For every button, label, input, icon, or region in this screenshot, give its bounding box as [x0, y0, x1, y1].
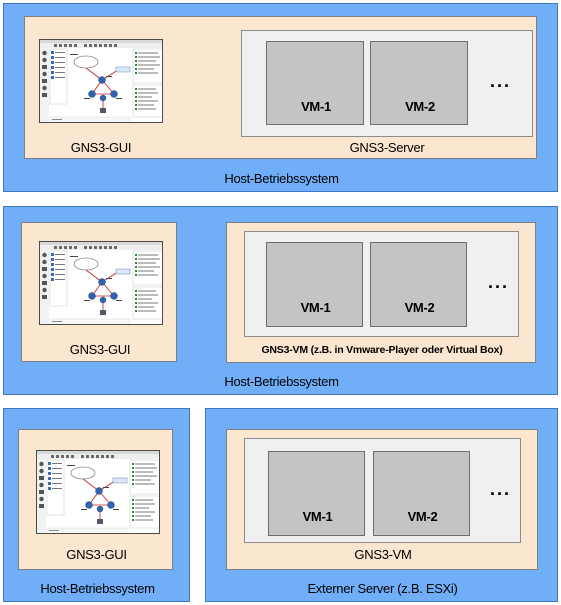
gns3-gui-label: GNS3-GUI	[66, 547, 127, 562]
host-os-inner-area-1: GNS3-GUI VM-1 VM-2 ... GNS3-Server	[24, 16, 537, 159]
gns3-vm-label: GNS3-VM (z.B. in Vmware-Player oder Virt…	[261, 344, 503, 356]
gui-inner-area-3: GNS3-GUI	[18, 429, 173, 570]
vm-box-1: VM-1	[266, 242, 363, 327]
vm-box-2: VM-2	[370, 242, 467, 327]
gns3-vm-host-area-3: VM-1 VM-2 ... GNS3-VM	[226, 429, 538, 570]
gns3-gui-screenshot-icon	[39, 241, 163, 325]
gns3-gui-label: GNS3-GUI	[70, 140, 132, 155]
vm-box-2: VM-2	[370, 41, 468, 125]
external-server-box: VM-1 VM-2 ... GNS3-VM Externer Server (z…	[205, 408, 558, 602]
gns3-server-box: VM-1 VM-2 ...	[241, 30, 533, 137]
vm-label-1: VM-1	[300, 300, 331, 315]
vm-label-1: VM-1	[302, 509, 333, 524]
more-vms-ellipsis: ...	[488, 272, 510, 292]
gui-inner-area-2: GNS3-GUI	[21, 222, 177, 362]
gns3-vm-host-area-2: VM-1 VM-2 ... GNS3-VM (z.B. in Vmware-Pl…	[226, 222, 536, 363]
vm-label-2: VM-2	[405, 99, 435, 114]
more-vms-ellipsis: ...	[490, 479, 512, 499]
host-os-label: Host-Betriebssystem	[224, 374, 339, 389]
gns3-gui-screenshot-icon	[39, 39, 163, 123]
vm-box-1: VM-1	[266, 41, 364, 125]
vm-label-2: VM-2	[404, 300, 435, 315]
host-os-box-1: GNS3-GUI VM-1 VM-2 ... GNS3-Server Host-…	[3, 3, 558, 192]
external-server-label: Externer Server (z.B. ESXi)	[307, 581, 458, 596]
vm-label-2: VM-2	[407, 509, 438, 524]
vm-label-1: VM-1	[301, 99, 331, 114]
gns3-vm-box-2: VM-1 VM-2 ...	[244, 231, 519, 337]
host-os-label: Host-Betriebssystem	[40, 581, 155, 596]
host-os-box-3: GNS3-GUI Host-Betriebssystem	[3, 408, 190, 602]
gns3-vm-box-3: VM-1 VM-2 ...	[244, 438, 521, 543]
gns3-server-label: GNS3-Server	[349, 140, 425, 155]
vm-box-1: VM-1	[268, 451, 365, 536]
more-vms-ellipsis: ...	[490, 71, 512, 91]
gns3-gui-screenshot-icon	[36, 450, 160, 534]
gns3-gui-label: GNS3-GUI	[69, 342, 131, 357]
host-os-label: Host-Betriebssystem	[224, 171, 339, 186]
gns3-vm-label: GNS3-VM	[354, 547, 412, 562]
vm-box-2: VM-2	[373, 451, 470, 536]
host-os-box-2: GNS3-GUI VM-1 VM-2 ... GNS3-VM (z.B. in …	[3, 206, 558, 395]
